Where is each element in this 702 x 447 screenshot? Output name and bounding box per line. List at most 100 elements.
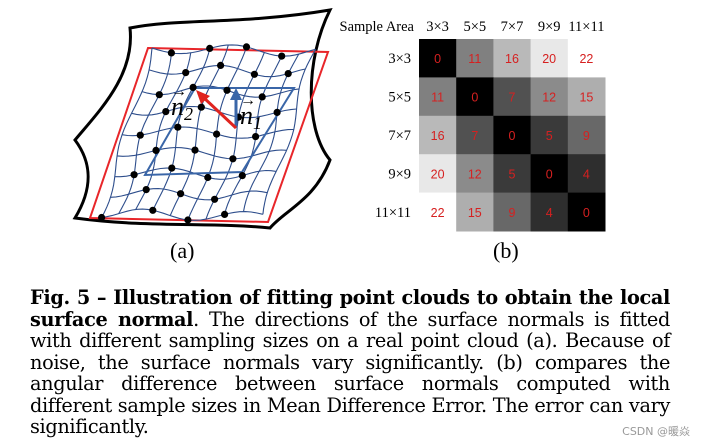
mesh-row-line	[101, 208, 264, 221]
normal-2-arrow	[201, 95, 238, 130]
heatmap-cell-label: 5	[509, 167, 516, 181]
normal-1-label: n1 →	[240, 92, 262, 133]
heatmap-corner-header: Sample Area	[340, 19, 415, 35]
heatmap-cell	[419, 39, 457, 78]
cloud-point	[167, 49, 175, 57]
heatmap-cell	[567, 192, 606, 232]
mesh-col-line	[242, 53, 300, 212]
cloud-point	[211, 195, 219, 203]
heatmap-cell-label: 4	[583, 167, 590, 181]
cloud-point	[152, 146, 160, 154]
cloud-point	[221, 210, 229, 218]
cloud-point	[223, 86, 231, 94]
heatmap-cell	[567, 115, 606, 155]
heatmap-row-header: 7×7	[388, 128, 411, 144]
heatmap-cell	[493, 39, 532, 78]
heatmap-cell	[530, 39, 569, 78]
heatmap-cell-label: 0	[546, 167, 553, 181]
cloud-point	[168, 164, 176, 172]
heatmap-cell-label: 22	[431, 206, 445, 220]
heatmap-cell-label: 12	[542, 91, 556, 105]
mesh-row-line	[131, 105, 297, 119]
mesh-col-line	[135, 52, 192, 210]
mesh-row-line	[114, 167, 277, 180]
svg-text:n2: n2	[171, 92, 193, 124]
normal-1-arrowhead	[230, 88, 242, 100]
panel-label-a: (a)	[170, 238, 195, 263]
mesh-row-line	[148, 64, 306, 78]
heatmap-cell	[456, 77, 494, 117]
svg-text:→: →	[171, 83, 187, 100]
heatmap-cell	[493, 192, 532, 232]
panel-label-b: (b)	[493, 238, 519, 263]
heatmap-col-header: 9×9	[538, 19, 561, 35]
heatmap-cell-label: 0	[583, 206, 590, 220]
mesh-col-line	[262, 49, 317, 215]
cloud-point	[155, 91, 163, 99]
cloud-point	[258, 93, 266, 101]
heatmap-cell-label: 16	[505, 52, 519, 66]
local-plane-outline	[143, 87, 296, 177]
caption-bold: Fig. 5 – Illustration of fitting point c…	[30, 286, 670, 331]
cloud-point	[189, 83, 197, 91]
heatmap-cell	[530, 192, 569, 232]
heatmap-cell	[493, 77, 532, 117]
heatmap-cell	[530, 154, 569, 194]
heatmap-col-header: 5×5	[463, 19, 486, 35]
figure-caption: Fig. 5 – Illustration of fitting point c…	[30, 287, 670, 438]
cloud-point	[273, 108, 281, 116]
heatmap-cell-label: 11	[468, 52, 481, 66]
heatmap-row-header: 9×9	[388, 166, 411, 182]
heatmap-cell-label: 7	[471, 129, 478, 143]
heatmap-cell-label: 0	[509, 129, 516, 143]
cloud-point	[149, 206, 157, 214]
heatmap-cell	[567, 39, 606, 78]
cloud-point	[284, 70, 292, 78]
cloud-point	[252, 133, 260, 141]
cloud-point	[229, 155, 237, 163]
heatmap-cell	[530, 77, 569, 117]
heatmap-col-header: 3×3	[426, 19, 449, 35]
cloud-point	[142, 186, 150, 194]
heatmap-cell-label: 15	[468, 206, 482, 220]
heatmap-cell-label: 7	[509, 91, 516, 105]
normal-2-label: n2 →	[171, 83, 193, 124]
heatmap-cell-label: 22	[579, 52, 593, 66]
cloud-point	[217, 61, 225, 69]
mesh-col-line	[205, 52, 265, 220]
heatmap-cell	[456, 154, 494, 194]
cloud-point	[177, 190, 185, 198]
fitted-plane-outline	[88, 46, 330, 224]
heatmap-row-header: 11×11	[375, 205, 411, 221]
cloud-point	[130, 171, 138, 179]
mesh-col-line	[101, 47, 153, 218]
heatmap-cell	[456, 192, 494, 232]
figure-a-surface: n2 → n1 →	[72, 8, 333, 230]
mesh-col-line	[169, 44, 229, 216]
heatmap-col-header: 11×11	[568, 19, 604, 35]
heatmap-cell-label: 0	[434, 52, 441, 66]
surface-outline	[72, 8, 333, 230]
cloud-point	[204, 173, 212, 182]
point-cloud	[98, 43, 292, 224]
svg-text:n1: n1	[240, 101, 262, 133]
heatmap-cell-label: 20	[431, 167, 445, 181]
cloud-point	[213, 130, 221, 138]
heatmap-cell-label: 0	[471, 91, 478, 105]
svg-text:→: →	[240, 92, 256, 109]
watermark: CSDN @暖焱	[622, 425, 690, 438]
cloud-point	[98, 213, 106, 222]
heatmap-cell	[567, 154, 606, 194]
cloud-point	[136, 131, 144, 139]
heatmap-cell	[456, 39, 494, 78]
cloud-point	[174, 123, 182, 131]
cloud-point	[182, 69, 190, 77]
heatmap-cell	[419, 77, 457, 117]
heatmap-cell	[567, 77, 606, 117]
heatmap-cell-label: 9	[583, 129, 590, 143]
heatmap-cell	[419, 154, 457, 194]
heatmap-cell-label: 15	[579, 91, 593, 105]
normal-2-arrowhead	[196, 90, 210, 104]
heatmap-row-header: 5×5	[388, 90, 411, 106]
